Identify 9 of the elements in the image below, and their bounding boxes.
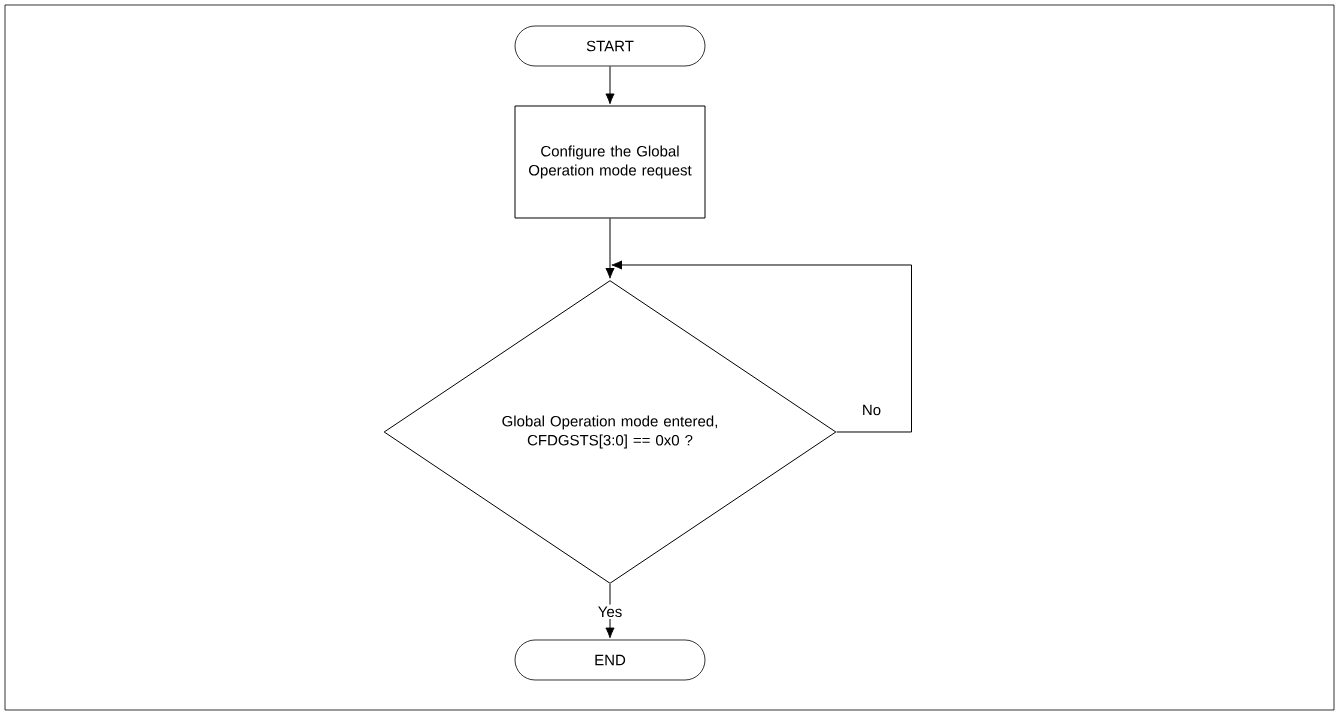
arrow [605, 218, 615, 279]
terminal-box: END [514, 639, 706, 681]
process-box: Configure the Global Operation mode request [514, 105, 706, 219]
terminal-box: START [514, 25, 706, 67]
arrow [605, 583, 615, 639]
arrow [605, 65, 615, 105]
arrow [611, 260, 912, 433]
edge-label: Yes [595, 604, 625, 619]
edge-label: No [859, 402, 884, 418]
